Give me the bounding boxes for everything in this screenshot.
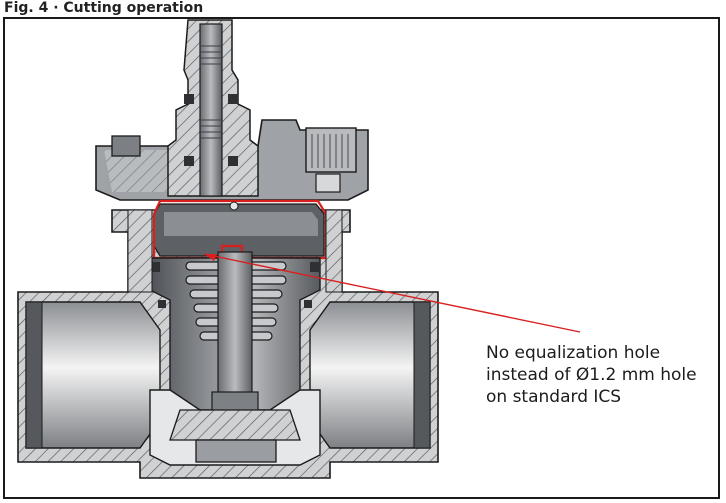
stem-spindle xyxy=(199,23,223,197)
annotation-text: No equalization hole instead of Ø1.2 mm … xyxy=(486,342,716,408)
cover-plug-left xyxy=(111,135,141,157)
annotation-leader-line xyxy=(203,253,581,333)
valve-seat xyxy=(169,409,301,441)
left-inlet-bore xyxy=(25,301,161,449)
right-outlet-bore xyxy=(309,301,431,449)
annotation-line-1: No equalization hole xyxy=(486,343,661,363)
annotation-line-3: on standard ICS xyxy=(486,387,622,407)
no-equalization-hole-highlight xyxy=(152,199,328,260)
annotation-line-2: instead of Ø1.2 mm hole xyxy=(486,365,697,385)
figure-caption: Fig. 4 · Cutting operation xyxy=(4,0,204,16)
